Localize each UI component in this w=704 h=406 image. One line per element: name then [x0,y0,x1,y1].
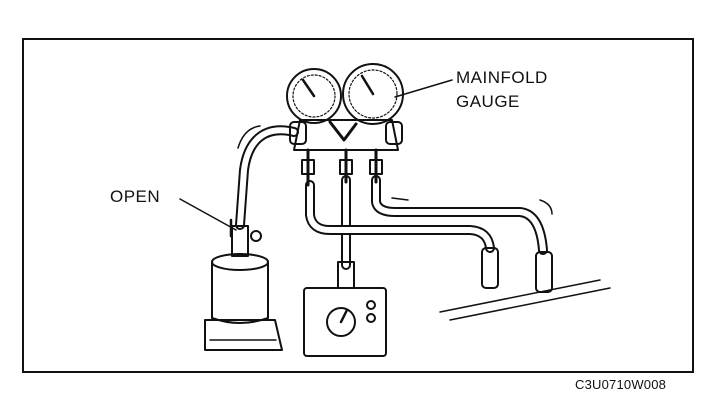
gauge-leader-line [394,79,453,98]
hose-low-side [305,180,495,253]
manifold-gauge-label-line1: MAINFOLD [456,68,548,87]
refrigerant-can [211,218,269,324]
open-leader-line [179,198,237,231]
flow-arrows [237,125,553,215]
figure-code: C3U0710W008 [575,377,667,392]
diagram-frame [22,38,694,373]
manifold-gauge [286,63,404,187]
open-valve-label: OPEN [110,187,161,206]
service-couplers [439,247,611,321]
scale [204,319,283,351]
hose-high-side [371,175,548,255]
vacuum-pump [303,261,387,357]
hose-left [235,125,299,230]
manifold-gauge-label-line2: GAUGE [456,92,520,111]
